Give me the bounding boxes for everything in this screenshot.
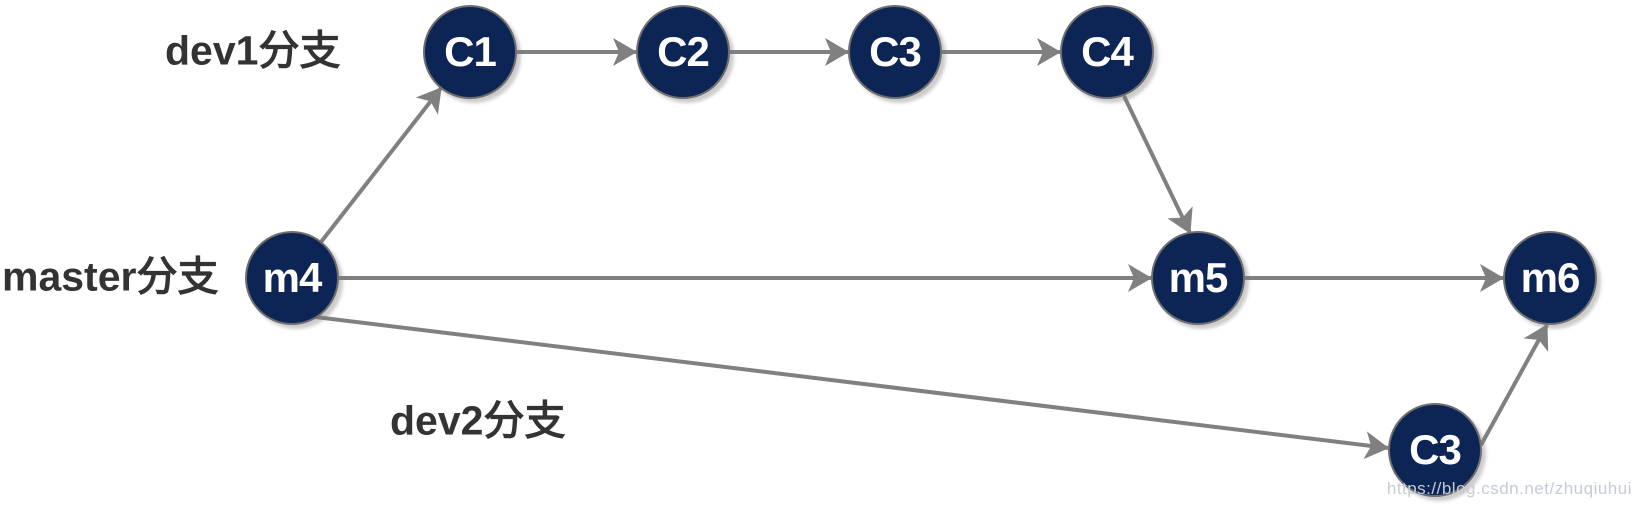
commit-node-m5: m5: [1151, 231, 1245, 325]
commit-node-label: m5: [1168, 254, 1229, 301]
commit-node-m4: m4: [245, 231, 339, 325]
commit-node-label: C3: [869, 28, 922, 75]
commit-node-label: C1: [444, 28, 497, 75]
commit-node-C1: C1: [423, 5, 517, 99]
edge-m4-to-C3-bottom: [298, 313, 1389, 460]
commit-node-C3-top: C3: [848, 5, 942, 99]
branch-label-dev2: dev2分支: [390, 397, 566, 444]
commit-node-C2: C2: [636, 5, 730, 99]
commit-node-label: C3: [1409, 426, 1462, 473]
commit-node-label: m4: [262, 254, 323, 301]
commit-node-label: m6: [1520, 254, 1581, 301]
commit-node-m6: m6: [1503, 231, 1597, 325]
edge-m4-to-C1: [319, 86, 443, 244]
watermark-url: https://blog.csdn.net/zhuqiuhui: [1386, 479, 1632, 498]
branch-label-master: master分支: [2, 253, 219, 300]
branch-label-dev1: dev1分支: [165, 27, 341, 74]
commit-node-label: C2: [657, 28, 710, 75]
edge-C4-to-m5: [1122, 95, 1193, 234]
edge-C3-bottom-to-m6: [1479, 324, 1549, 446]
commit-node-C4: C4: [1060, 5, 1154, 99]
commit-node-C3-bottom: C3: [1388, 403, 1482, 497]
commit-node-label: C4: [1081, 28, 1134, 75]
